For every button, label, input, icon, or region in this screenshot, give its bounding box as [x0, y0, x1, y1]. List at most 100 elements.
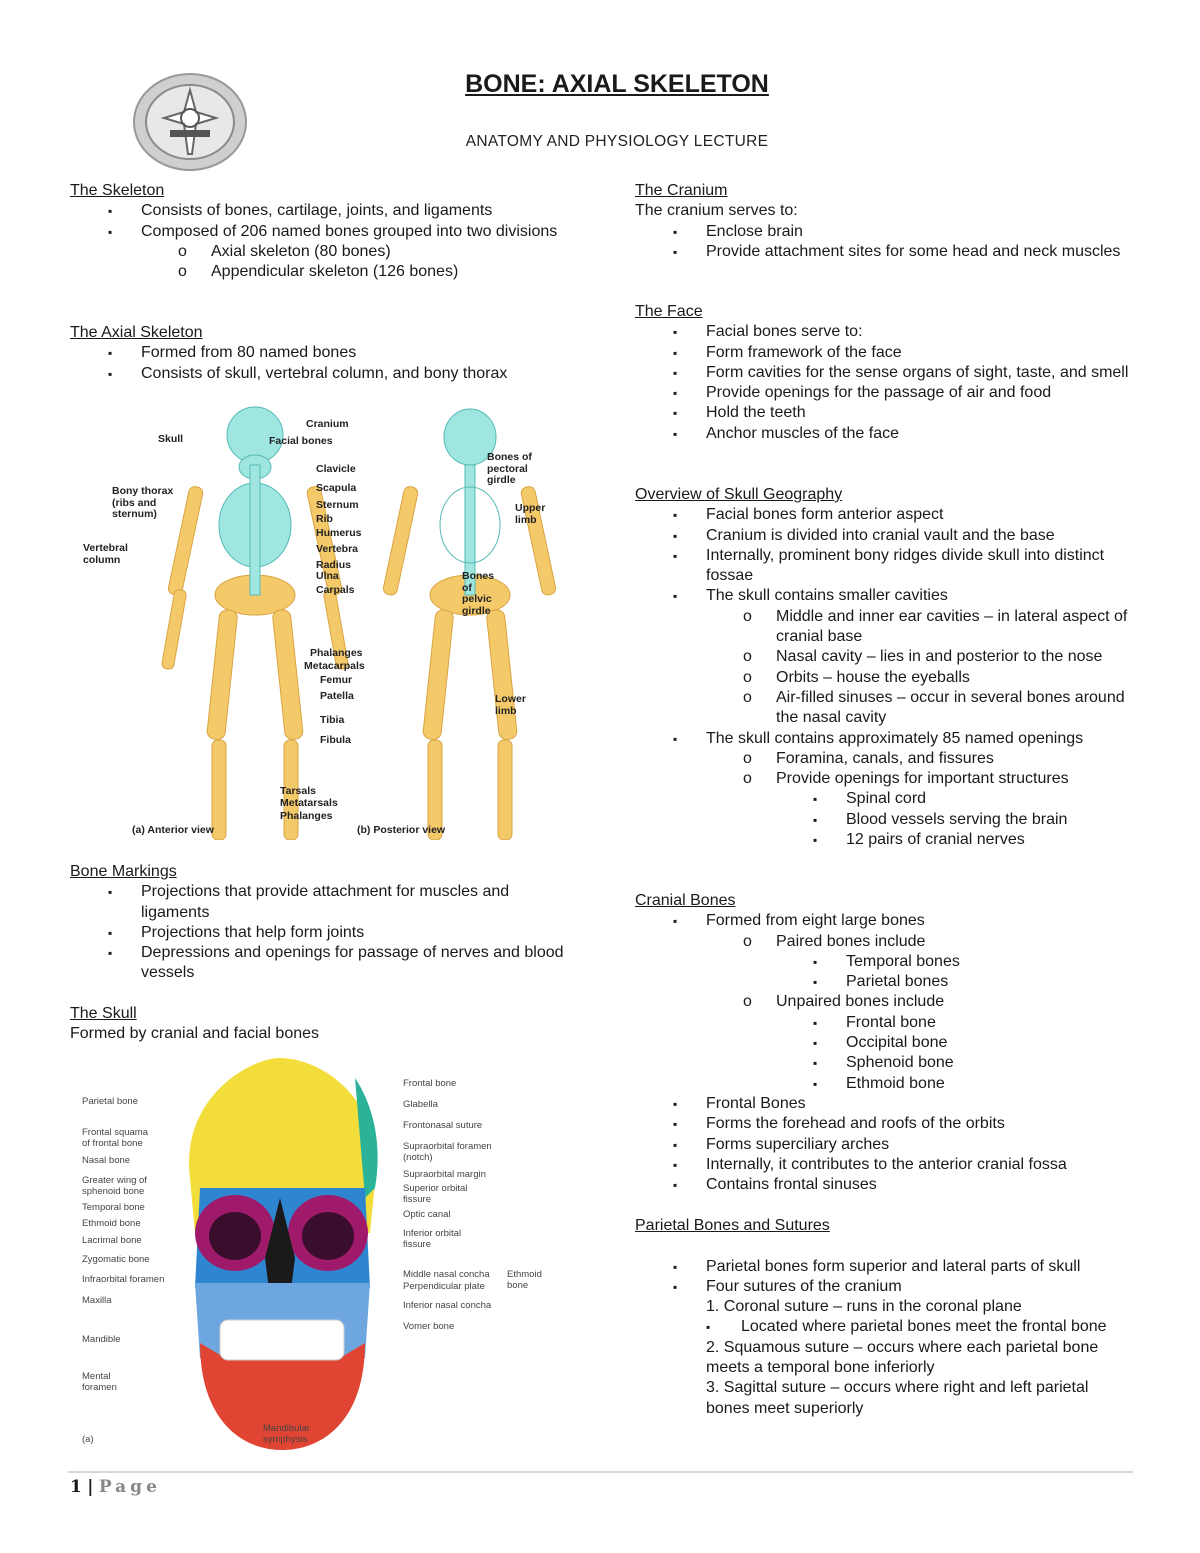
- figure-label: Perpendicular plate: [403, 1281, 485, 1292]
- figure-label: Infraorbital foramen: [82, 1274, 165, 1285]
- section-heading: The Skeleton: [70, 182, 165, 199]
- figure-label: Tibia: [320, 714, 345, 726]
- section-intro: Formed by cranial and facial bones: [70, 1025, 320, 1043]
- bullet-marker: ▪: [706, 1320, 711, 1335]
- section-heading: The Skull: [70, 1005, 137, 1022]
- document-subtitle: ANATOMY AND PHYSIOLOGY LECTURE: [465, 133, 769, 150]
- bullet-marker: ▪: [673, 1259, 678, 1274]
- list-item-text: Axial skeleton (80 bones): [211, 242, 391, 260]
- list-item-text: Formed from eight large bones: [706, 912, 925, 930]
- list-item-text: Depressions and openings for passage of …: [141, 944, 564, 982]
- figure-label: Vertebra: [316, 543, 359, 555]
- bullet-marker: ▪: [673, 386, 678, 401]
- bullet-marker: o: [743, 932, 752, 950]
- list-item-text: The skull contains approximately 85 name…: [706, 729, 1084, 747]
- bullet-marker: o: [178, 242, 187, 260]
- list-item-text: Provide openings for the passage of air …: [706, 384, 1052, 402]
- list-item-text: Spinal cord: [846, 790, 927, 808]
- list-item-text: Facial bones serve to:: [706, 323, 863, 341]
- figure-label: Rib: [316, 513, 333, 525]
- list-item: ▪The skull contains smaller cavities: [635, 586, 1135, 606]
- figure-label: Lacrimal bone: [82, 1235, 142, 1246]
- figure-label: Supraorbital margin: [403, 1169, 486, 1180]
- bullet-marker: ▪: [813, 812, 818, 827]
- list-item: ▪Located where parietal bones meet the f…: [635, 1317, 1135, 1337]
- section-heading: The Face: [635, 303, 703, 320]
- figure-label: (a): [82, 1434, 94, 1445]
- section: Cranial Bones▪Formed from eight large bo…: [635, 891, 1135, 1195]
- bullet-marker: o: [743, 749, 752, 767]
- bullet-marker: ▪: [813, 1076, 818, 1091]
- list-item: ▪Formed from 80 named bones: [70, 343, 565, 363]
- bullet-marker: ▪: [673, 1157, 678, 1172]
- figure-label: Clavicle: [316, 463, 356, 475]
- list-item: ▪Anchor muscles of the face: [635, 424, 1135, 444]
- bullet-marker: ▪: [673, 224, 678, 239]
- list-item-text: Appendicular skeleton (126 bones): [211, 263, 459, 281]
- list-item-text: Composed of 206 named bones grouped into…: [141, 222, 558, 240]
- bullet-marker: ▪: [813, 1015, 818, 1030]
- list-item: ▪Form framework of the face: [635, 343, 1135, 363]
- list-item-text: Paired bones include: [776, 932, 926, 950]
- list-item: o Axial skeleton (80 bones): [70, 242, 565, 262]
- figure-label: Supraorbital foramen(notch): [403, 1141, 492, 1163]
- list-item: ▪Contains frontal sinuses: [635, 1175, 1135, 1195]
- list-item: 1. Coronal suture – runs in the coronal …: [635, 1297, 1135, 1317]
- list-item: ▪ Provide openings for the passage of air…: [635, 383, 1135, 403]
- section-heading: The Cranium: [635, 182, 728, 199]
- figure-label: Frontal bone: [403, 1078, 457, 1089]
- list-item: ▪Parietal bones: [635, 972, 1135, 992]
- list-item: ▪Projections that provide attachment for…: [70, 882, 565, 923]
- list-item: ▪Form cavities for the sense organs of s…: [635, 363, 1135, 383]
- bullet-marker: o: [743, 648, 752, 666]
- bullet-marker: ▪: [673, 1279, 678, 1294]
- list-item-text: Internally, it contributes to the anteri…: [706, 1155, 1067, 1173]
- list-item-text: Cranium is divided into cranial vault an…: [706, 526, 1055, 544]
- section: The Skeleton ▪Consists of bones, cartilag…: [70, 181, 565, 282]
- bullet-marker: ▪: [673, 548, 678, 563]
- list-item-text: 2. Squamous suture – occurs where each p…: [706, 1338, 1099, 1377]
- list-item: ▪ Ethmoid bone: [635, 1074, 1135, 1094]
- section: The Axial Skeleton▪Formed from 80 named …: [70, 323, 565, 384]
- bullet-marker: ▪: [813, 1056, 818, 1071]
- list-item-text: Enclose brain: [706, 222, 803, 240]
- list-item-text: Ethmoid bone: [846, 1074, 945, 1092]
- bullet-marker: ▪: [108, 224, 113, 239]
- list-item-text: Forms the forehead and roofs of the orbi…: [706, 1115, 1005, 1133]
- list-item-text: Parietal bones: [846, 973, 949, 991]
- section: Parietal Bones and Sutures▪Parietal bone…: [635, 1216, 1135, 1419]
- bullet-marker: ▪: [813, 792, 818, 807]
- list-item: ▪Consists of bones, cartilage, joints, a…: [70, 201, 565, 221]
- list-item-text: Form framework of the face: [706, 343, 902, 361]
- list-item-text: Form cavities for the sense organs of si…: [706, 363, 1129, 381]
- list-item-text: Anchor muscles of the face: [706, 424, 899, 442]
- footer-divider: [68, 1471, 1133, 1473]
- bullet-marker: ▪: [673, 1178, 678, 1193]
- section-heading: Bone Markings: [70, 863, 177, 880]
- figure-label: Frontonasal suture: [403, 1120, 483, 1131]
- bullet-marker: o: [743, 607, 752, 625]
- bullet-marker: ▪: [108, 346, 113, 361]
- list-item-text: Middle and inner ear cavities – in later…: [776, 607, 1128, 646]
- bullet-marker: ▪: [108, 204, 113, 219]
- figure-label: Scapula: [316, 482, 357, 494]
- section-heading: Parietal Bones and Sutures: [635, 1217, 830, 1234]
- page-footer: 1 | Page: [70, 1477, 161, 1497]
- list-item: ▪Formed from eight large bones: [635, 911, 1135, 931]
- list-item: ▪Occipital bone: [635, 1033, 1135, 1053]
- list-item: ▪Frontal bone: [635, 1013, 1135, 1033]
- list-item: 2. Squamous suture – occurs where each p…: [635, 1338, 1135, 1379]
- list-item: ▪Cranium is divided into cranial vault a…: [635, 526, 1135, 546]
- list-item-text: Facial bones form anterior aspect: [706, 506, 944, 524]
- list-item: ▪Forms superciliary arches: [635, 1135, 1135, 1155]
- skeleton-illustration: [161, 406, 557, 840]
